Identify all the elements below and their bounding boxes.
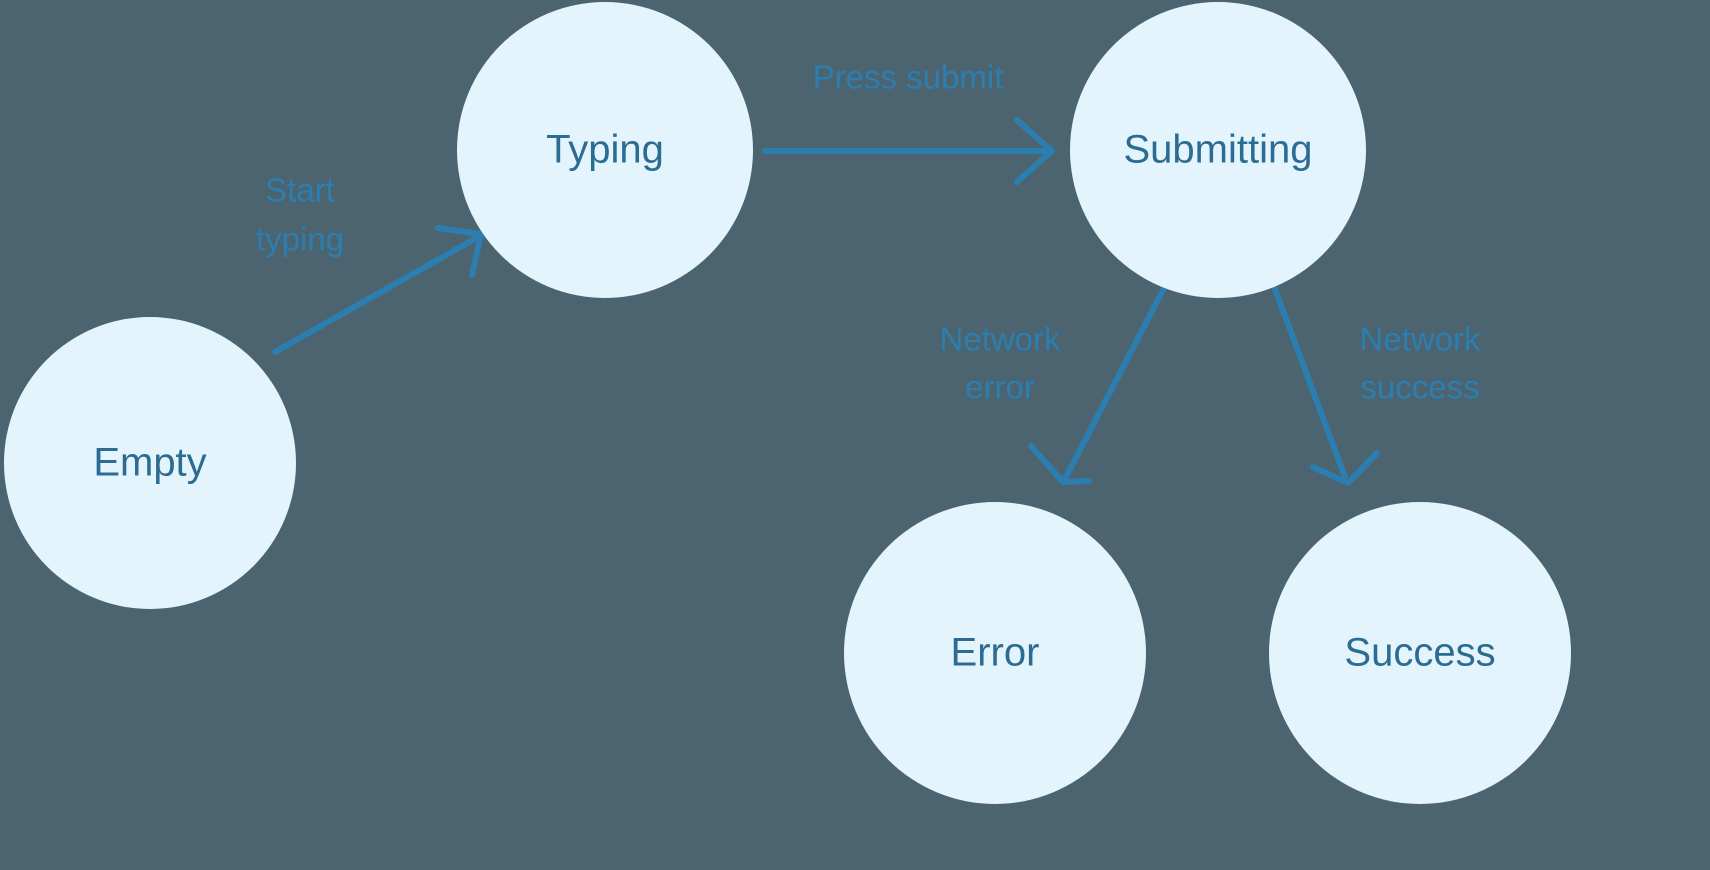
- edge-label-network-error: Network error: [939, 321, 1061, 406]
- node-submitting-circle[interactable]: [1070, 2, 1366, 298]
- node-error-label: Error: [951, 631, 1040, 675]
- node-typing-circle[interactable]: [457, 2, 753, 298]
- node-empty-circle[interactable]: [4, 317, 296, 609]
- node-submitting[interactable]: Submitting: [1070, 2, 1366, 298]
- node-success-circle[interactable]: [1269, 502, 1571, 804]
- node-error-circle[interactable]: [844, 502, 1146, 804]
- edge-submitting-to-error-arrowhead: [1028, 443, 1092, 485]
- edge-submitting-to-error: [1028, 287, 1166, 485]
- edge-empty-to-typing-arrowhead: [435, 225, 484, 278]
- edge-typing-to-submitting-arrowhead: [1014, 117, 1055, 185]
- node-success[interactable]: Success: [1269, 502, 1571, 804]
- edge-typing-to-submitting: [762, 117, 1055, 185]
- node-submitting-label: Submitting: [1124, 128, 1313, 172]
- edge-label-network-error-line2: error: [965, 369, 1035, 406]
- node-error[interactable]: Error: [844, 502, 1146, 804]
- edge-label-network-error-line1: Network: [939, 321, 1061, 358]
- edge-label-start-typing: Start typing: [256, 172, 344, 258]
- node-typing-label: Typing: [546, 128, 664, 172]
- edge-submitting-to-success: [1272, 286, 1380, 486]
- edge-label-start-typing-line2: typing: [256, 221, 344, 258]
- edge-empty-to-typing-line: [272, 234, 481, 355]
- edge-label-network-success-line1: Network: [1359, 321, 1481, 358]
- edge-label-start-typing-line1: Start: [265, 172, 335, 209]
- edge-submitting-to-success-line: [1272, 286, 1348, 480]
- edge-label-network-success-line2: success: [1360, 369, 1479, 406]
- node-success-label: Success: [1344, 631, 1495, 675]
- edge-empty-to-typing: [272, 225, 484, 355]
- edge-label-press-submit: Press submit: [813, 59, 1004, 96]
- edge-submitting-to-error-line: [1063, 287, 1166, 480]
- edge-label-network-success: Network success: [1359, 321, 1481, 406]
- node-typing[interactable]: Typing: [457, 2, 753, 298]
- node-empty[interactable]: Empty: [4, 317, 296, 609]
- edge-label-press-submit-line1: Press submit: [813, 59, 1004, 96]
- edge-submitting-to-success-arrowhead: [1310, 450, 1380, 486]
- node-empty-label: Empty: [93, 441, 206, 485]
